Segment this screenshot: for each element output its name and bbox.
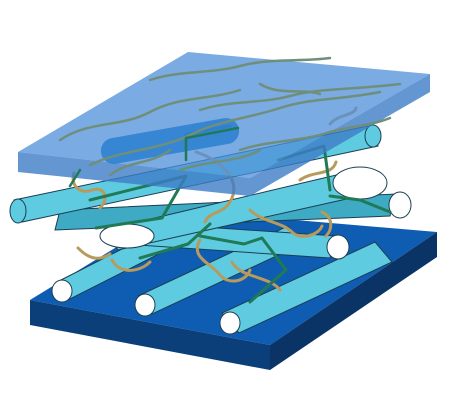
fiber-network-plate — [58, 56, 402, 177]
rod — [219, 241, 393, 335]
substrate-front-face — [30, 300, 270, 370]
substrate-side-face — [270, 232, 437, 370]
top-plate-side-edge — [250, 74, 430, 196]
fiber-network-plate-green — [68, 126, 240, 188]
rod — [99, 166, 388, 251]
top-plate-front-edge — [18, 152, 250, 196]
fiber-network-tan — [71, 106, 358, 292]
